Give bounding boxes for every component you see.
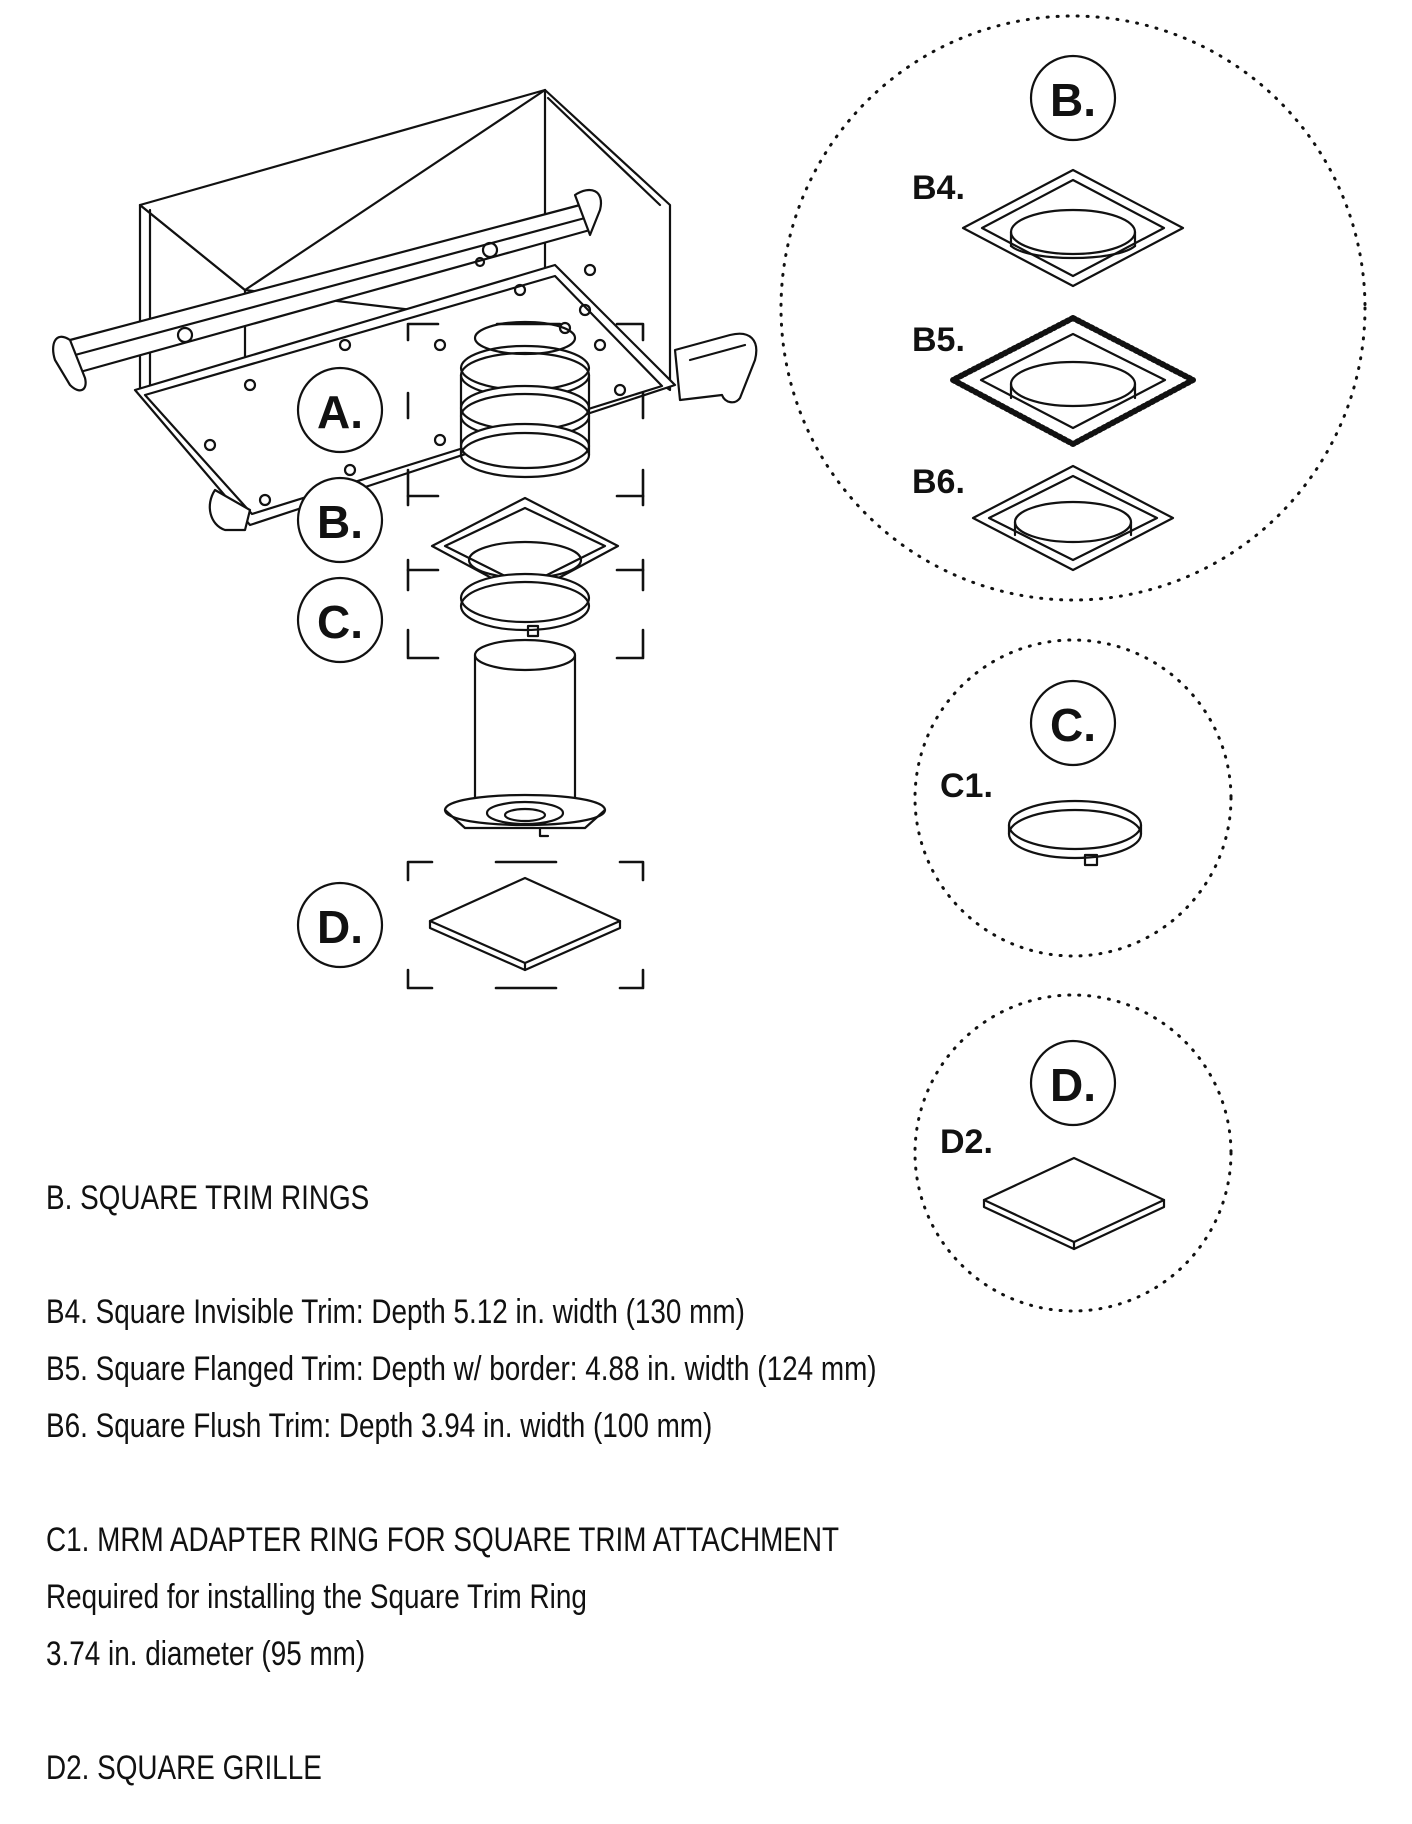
callout-circles: [296, 366, 384, 969]
detail-b-item-b6: B6.: [912, 463, 965, 501]
detail-c-title: C.: [1050, 699, 1096, 751]
d2-heading: D2. SQUARE GRILLE: [46, 1749, 322, 1787]
specification-notes: B. SQUARE TRIM RINGS B4. Square Invisibl…: [46, 1170, 1366, 1797]
detail-b-title: B.: [1050, 74, 1096, 126]
c1-heading: C1. MRM ADAPTER RING FOR SQUARE TRIM ATT…: [46, 1521, 840, 1559]
detail-d-item-d2: D2.: [940, 1123, 993, 1161]
detail-circle-d: [913, 993, 1233, 1313]
b6-spec: B6. Square Flush Trim: Depth 3.94 in. wi…: [46, 1407, 713, 1445]
b4-invisible-trim-drawing: [961, 168, 1185, 288]
b4-spec: B4. Square Invisible Trim: Depth 5.12 in…: [46, 1293, 745, 1331]
callout-d: D.: [317, 901, 363, 953]
detail-c-item-c1: C1.: [940, 767, 993, 805]
detail-circle-c: [913, 638, 1233, 958]
detail-d-title: D.: [1050, 1059, 1096, 1111]
hanger-bar: [52, 188, 758, 532]
bracket-d: [406, 860, 645, 990]
c1-diameter: 3.74 in. diameter (95 mm): [46, 1635, 366, 1673]
adapter-ring: [459, 572, 591, 638]
mounting-rings: [459, 320, 591, 479]
b6-flush-trim-drawing: [971, 464, 1175, 572]
c1-adapter-ring-drawing: [1007, 799, 1143, 867]
callout-c: C.: [317, 596, 363, 648]
b5-spec: B5. Square Flanged Trim: Depth w/ border…: [46, 1350, 877, 1388]
detail-circle-b: [779, 14, 1367, 602]
detail-b-item-b4: B4.: [912, 169, 965, 207]
recessed-housing: [133, 88, 677, 527]
d2-square-grille-drawing: [982, 1156, 1166, 1251]
light-module-cylinder: [443, 638, 607, 838]
b5-flanged-trim-drawing: [950, 315, 1196, 447]
square-grille: [428, 876, 622, 972]
detail-b-item-b5: B5.: [912, 321, 965, 359]
callout-a: A.: [317, 386, 363, 438]
c1-requirement: Required for installing the Square Trim …: [46, 1578, 587, 1616]
callout-b: B.: [317, 496, 363, 548]
b-heading: B. SQUARE TRIM RINGS: [46, 1179, 370, 1217]
